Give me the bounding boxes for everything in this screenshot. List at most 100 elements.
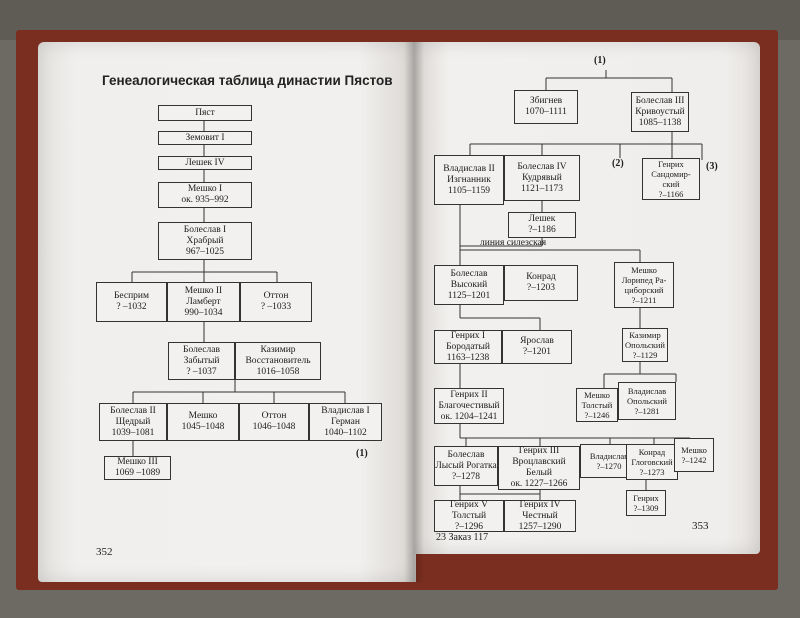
person-line: Ламберт [186, 296, 221, 307]
person-line: Пяст [195, 107, 215, 118]
person-line: Казимир [629, 330, 661, 340]
person-line: Лешек IV [185, 157, 225, 168]
marker-1-top: (1) [594, 55, 606, 66]
person-box-besprim: Бесприм? –1032 [96, 282, 167, 322]
person-line: Болеслав [450, 268, 488, 279]
person-line: ?–1281 [634, 406, 660, 416]
person-line: Вроцлавский [512, 457, 566, 467]
person-line: Мешко I [187, 184, 223, 194]
person-line: Оттон [261, 411, 287, 421]
person-line: Восстановитель [245, 355, 311, 366]
person-line: Забытый [183, 355, 220, 366]
person-line: ?–1203 [527, 283, 555, 293]
page-number-left: 352 [96, 546, 113, 558]
person-line: ?–1278 [452, 471, 480, 482]
person-line: 1085–1138 [638, 117, 682, 128]
person-line: ?–1270 [596, 461, 622, 471]
person-line: ок. 935–992 [181, 195, 229, 205]
person-line: Мешко III [117, 457, 158, 467]
person-line: Толстый [581, 400, 613, 410]
person-line: ок. 1227–1266 [510, 479, 568, 489]
person-line: циборский [624, 285, 664, 295]
person-line: ?–1211 [631, 295, 657, 305]
person-line: Высокий [450, 279, 488, 290]
person-line: Лысый Рогатка [435, 460, 497, 471]
person-line: Бесприм [113, 291, 150, 301]
person-line: Щедрый [115, 416, 151, 427]
person-line: Герман [331, 416, 360, 427]
person-line: Честный [522, 510, 558, 521]
person-line: Генрих [633, 493, 659, 503]
person-line: ? –1032 [116, 302, 147, 312]
person-line: Генрих II [450, 389, 488, 400]
person-line: ?–1186 [528, 225, 556, 235]
person-line: Владислав [627, 386, 667, 396]
marker-1-left: (1) [356, 448, 368, 459]
person-box-leshek4: Лешек IV [158, 156, 252, 170]
footer-print-mark: 23 Заказ 117 [436, 532, 489, 543]
person-line: Изгнанник [447, 174, 491, 185]
person-line: Сандомир- [651, 169, 691, 179]
person-line: ?–1246 [584, 410, 610, 420]
person-line: ский [662, 179, 680, 189]
person-line: Генрих [658, 159, 684, 169]
person-line: Збигнев [529, 96, 563, 106]
person-box-otton: Оттон? –1033 [240, 282, 312, 322]
person-line: ?–1129 [632, 350, 658, 360]
person-line: ?–1309 [633, 503, 659, 513]
person-line: Владислав I [321, 405, 370, 416]
page-number-right: 353 [692, 520, 709, 532]
person-line: 1125–1201 [447, 290, 491, 301]
person-line: Генрих III [518, 446, 560, 456]
person-line: Мешко [681, 445, 707, 455]
person-box-piast: Пяст [158, 105, 252, 121]
person-box-konrad: Конрад?–1203 [504, 265, 578, 301]
person-line: 1069 –1089 [114, 468, 161, 478]
person-line: Конрад [526, 272, 556, 282]
person-line: 1070–1111 [525, 107, 567, 117]
person-box-leshek: Лешек?–1186 [508, 212, 576, 238]
person-line: Болеслав [183, 344, 220, 355]
person-line: Кривоустый [635, 106, 685, 117]
marker-3: (3) [706, 161, 718, 172]
person-line: Ярослав [520, 336, 554, 346]
person-line: Лорипед Ра- [621, 275, 667, 285]
person-box-meshko_c: Мешко?–1242 [674, 438, 714, 472]
person-line: ок. 1204–1241 [440, 411, 498, 422]
person-line: Бородатый [446, 341, 490, 352]
person-box-zemovit: Земовит I [158, 131, 252, 145]
person-line: Опольский [625, 340, 665, 350]
person-box-yaroslav: Ярослав?–1201 [502, 330, 572, 364]
person-line: 1039–1081 [111, 427, 155, 438]
person-line: Генрих V [450, 499, 488, 510]
person-line: Болеслав II [110, 405, 156, 416]
person-line: 1163–1238 [446, 352, 490, 363]
person-line: 1046–1048 [252, 422, 296, 432]
person-line: 1105–1159 [447, 185, 491, 196]
person-line: Мешко [188, 411, 218, 421]
person-line: 967–1025 [186, 246, 224, 257]
person-line: ? –1037 [186, 366, 217, 377]
person-line: Конрад [638, 447, 666, 457]
person-line: ? –1033 [260, 302, 292, 312]
person-line: ?–1273 [639, 467, 665, 477]
person-line: Благочестивый [438, 400, 500, 411]
